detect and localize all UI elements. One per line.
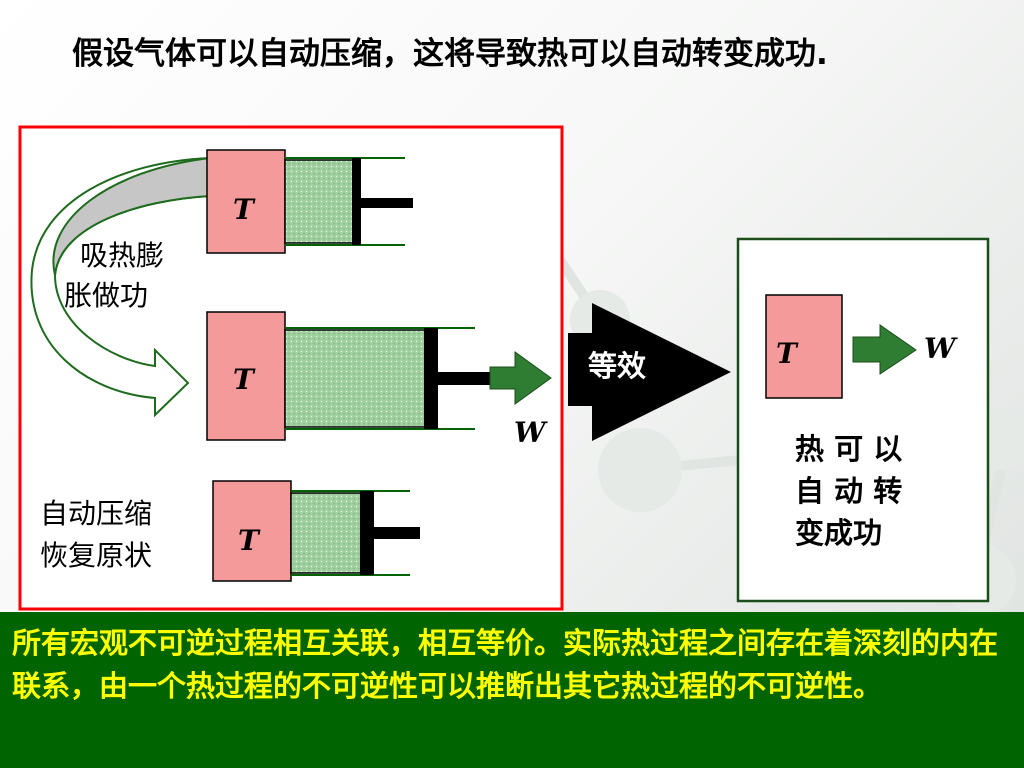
gas-volume [284,159,354,244]
cylinder-top [206,149,413,254]
heat-reservoir [212,480,292,582]
piston [424,328,438,429]
expansion-label-line1: 吸热膨 [80,239,165,272]
gas-volume [284,329,426,428]
equivalence-arrow [568,303,731,441]
conclusion-text: 所有宏观不可逆过程相互关联，相互等价。实际热过程之间存在着深刻的内在联系，由一个… [12,626,999,703]
reservoir-temp-label: T [238,524,259,557]
piston [360,491,374,575]
work-arrow [489,351,552,405]
result-work-arrow [852,324,917,375]
cylinder-middle [206,311,493,441]
work-label: W [514,416,546,449]
heat-reservoir [206,149,286,254]
expansion-label-line2: 胀做功 [64,279,149,312]
result-text-line2: 自 动 转 [795,474,903,508]
result-text-line3: 变成功 [795,516,883,550]
cylinder-bottom [212,480,420,582]
reservoir-temp-label: T [233,193,254,226]
result-text-line1: 热 可 以 [795,432,903,466]
slide-title: 假设气体可以自动压缩，这将导致热可以自动转变成功. [72,36,828,72]
piston-rod [438,372,493,385]
work-label: W [924,332,956,365]
reservoir-temp-label: T [233,363,254,396]
compression-label-line2: 恢复原状 [40,539,153,572]
equivalence-label: 等效 [588,349,647,383]
piston-rod [361,198,413,208]
result-reservoir [765,294,843,399]
piston [352,158,361,245]
conclusion-banner: 所有宏观不可逆过程相互关联，相互等价。实际热过程之间存在着深刻的内在联系，由一个… [0,612,1024,768]
piston-rod [374,527,420,539]
reservoir-temp-label: T [776,337,797,370]
gas-volume [290,492,362,574]
compression-label-line1: 自动压缩 [40,497,153,530]
